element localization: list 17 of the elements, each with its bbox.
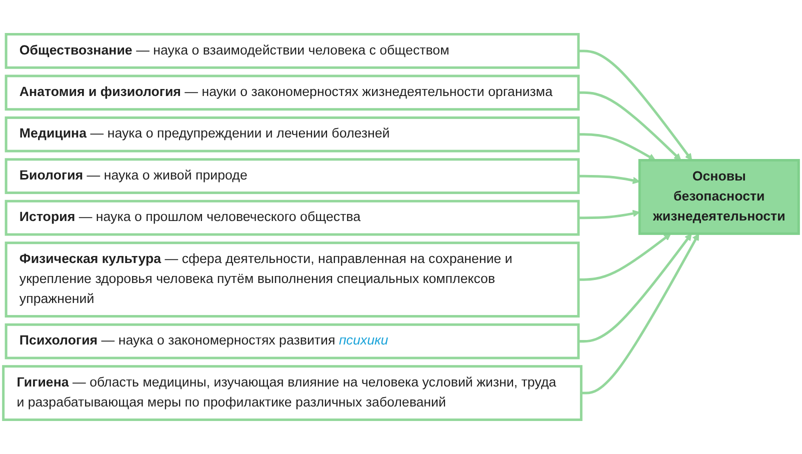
topic-box: Медицина — наука о предупреждении и лечении болезней <box>4 116 580 152</box>
topic-box: Анатомия и физиология — науки о закономерностях жизнедеятельности организма <box>4 74 580 111</box>
topic-box: Психология — наука о закономерностях развития психики <box>4 323 580 360</box>
arrow <box>578 233 672 281</box>
topic-box: Обществознание — наука о взаимодействии человека с обществом <box>4 33 580 69</box>
arrow <box>578 174 640 184</box>
arrow <box>578 133 656 161</box>
topic-box: Физическая культура — сфера деятельности, направленная на сохранение и укрепление здоровья человека путём выполнения специальных комплексов упражнений <box>4 242 580 318</box>
arrow <box>578 50 692 161</box>
arrow <box>578 233 692 343</box>
central-box: Основы безопасности жизнедеятельности <box>638 159 800 235</box>
arrow <box>581 233 700 394</box>
arrow <box>578 91 682 161</box>
arrow <box>578 210 640 220</box>
topic-box: История — наука о прошлом человеческого общества <box>4 200 580 236</box>
topic-box: Гигиена — область медицины, изучающая влияние на человека условий жизни, труда и разрабатывающая меры по профилактике различных заболеваний <box>2 365 582 421</box>
topic-box: Биология — наука о живой природе <box>4 158 580 194</box>
